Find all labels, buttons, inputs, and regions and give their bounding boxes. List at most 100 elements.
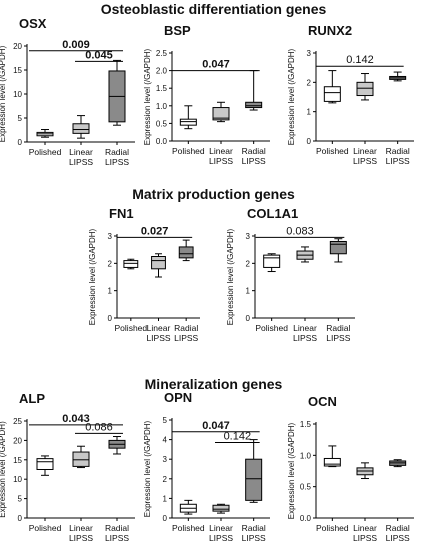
- box-ocn-1: [323, 445, 341, 468]
- y-tick-label: 20: [13, 436, 22, 445]
- significance-label: 0.047: [202, 59, 230, 71]
- significance-label: 0.009: [62, 39, 90, 51]
- panel-title: OPN: [164, 390, 192, 405]
- section-title-osteoblastic: Osteoblastic differentiation genes: [100, 1, 327, 17]
- x-tick-label: Polished: [255, 323, 288, 333]
- x-tick-label: LIPSS: [209, 156, 233, 166]
- y-tick-label: 2: [163, 475, 168, 484]
- y-tick-label: 0.0: [300, 514, 312, 523]
- panel-title: FN1: [109, 206, 134, 221]
- box-iqr: [263, 254, 281, 268]
- x-tick-label: Polished: [316, 146, 349, 156]
- x-tick-label: LIPSS: [174, 333, 198, 343]
- box-alp-1: [36, 455, 54, 476]
- box-iqr: [356, 81, 374, 97]
- x-tick-label: Polished: [172, 523, 205, 533]
- x-tick-label: Linear: [353, 146, 377, 156]
- y-tick-label: 2: [307, 78, 312, 87]
- y-tick-label: 1: [307, 108, 312, 117]
- y-tick-label: 4: [163, 436, 168, 445]
- y-tick-label: 0.5: [156, 119, 168, 128]
- x-tick-label: Linear: [69, 147, 93, 157]
- box-iqr: [212, 107, 230, 121]
- y-axis-label: Expression level (/GAPDH): [88, 228, 97, 325]
- x-tick-label: LIPSS: [293, 333, 317, 343]
- box-bsp-3: [245, 70, 263, 111]
- significance-label: 0.043: [62, 413, 90, 425]
- y-tick-label: 15: [13, 456, 22, 465]
- y-tick-label: 10: [13, 475, 22, 484]
- x-tick-label: LIPSS: [209, 533, 233, 543]
- y-tick-label: 2.0: [156, 67, 168, 76]
- y-axis-label: Expression level (/GAPDH): [0, 45, 7, 142]
- y-tick-label: 15: [13, 66, 22, 75]
- box-runx2-2: [356, 73, 374, 101]
- significance-label: 0.045: [85, 49, 113, 61]
- panel-title: OCN: [308, 394, 337, 409]
- panel-title: OSX: [19, 16, 47, 31]
- x-tick-label: Radial: [174, 323, 198, 333]
- x-tick-label: Radial: [242, 523, 266, 533]
- significance-label: 0.047: [202, 420, 230, 432]
- box-fn1-1: [123, 258, 139, 270]
- y-tick-label: 0: [246, 314, 251, 323]
- x-tick-label: Radial: [105, 147, 129, 157]
- y-tick-label: 3: [108, 232, 113, 241]
- box-runx2-1: [323, 70, 341, 104]
- box-iqr: [179, 118, 197, 126]
- x-tick-label: Linear: [353, 523, 377, 533]
- x-tick-label: LIPSS: [146, 333, 170, 343]
- panel-title: BSP: [164, 23, 191, 38]
- box-col1a1-3: [329, 238, 347, 263]
- significance-label: 0.027: [141, 225, 169, 237]
- x-tick-label: Radial: [105, 523, 129, 533]
- x-tick-label: LIPSS: [105, 157, 129, 167]
- x-tick-label: Radial: [386, 523, 410, 533]
- y-tick-label: 5: [18, 495, 23, 504]
- box-bsp-2: [212, 101, 230, 123]
- box-iqr: [72, 123, 90, 134]
- box-opn-2: [212, 503, 230, 514]
- section-title-matrix: Matrix production genes: [132, 186, 295, 202]
- significance-label: 0.086: [85, 421, 113, 433]
- x-tick-label: LIPSS: [353, 533, 377, 543]
- panel-title: COL1A1: [247, 206, 298, 221]
- panel-title: ALP: [19, 391, 45, 406]
- y-tick-label: 3: [163, 455, 168, 464]
- x-tick-label: LIPSS: [386, 156, 410, 166]
- significance-label: 0.142: [224, 431, 252, 443]
- section-title-mineralization: Mineralization genes: [144, 376, 283, 392]
- y-tick-label: 3: [246, 232, 251, 241]
- box-opn-3: [245, 439, 263, 503]
- y-tick-label: 0: [108, 314, 113, 323]
- y-axis-label: Expression level (/GAPDH): [287, 48, 296, 145]
- x-tick-label: Polished: [316, 523, 349, 533]
- box-iqr: [212, 504, 230, 512]
- y-tick-label: 1.5: [156, 84, 168, 93]
- box-iqr: [323, 86, 341, 102]
- box-ocn-2: [356, 462, 374, 480]
- x-tick-label: LIPSS: [242, 533, 266, 543]
- box-ocn-3: [389, 459, 407, 468]
- y-tick-label: 0: [163, 514, 168, 523]
- y-axis-label: Expression level (/GAPDH): [287, 422, 296, 519]
- x-tick-label: Linear: [69, 523, 93, 533]
- box-alp-3: [108, 436, 126, 455]
- y-tick-label: 5: [163, 416, 168, 425]
- y-tick-label: 0: [18, 138, 23, 147]
- x-tick-label: Linear: [147, 323, 171, 333]
- x-tick-label: Polished: [172, 146, 205, 156]
- y-tick-label: 0: [18, 514, 23, 523]
- x-tick-label: LIPSS: [326, 333, 350, 343]
- box-iqr: [323, 457, 341, 467]
- x-tick-label: Polished: [29, 147, 62, 157]
- box-iqr: [72, 451, 90, 467]
- box-osx-1: [36, 129, 54, 138]
